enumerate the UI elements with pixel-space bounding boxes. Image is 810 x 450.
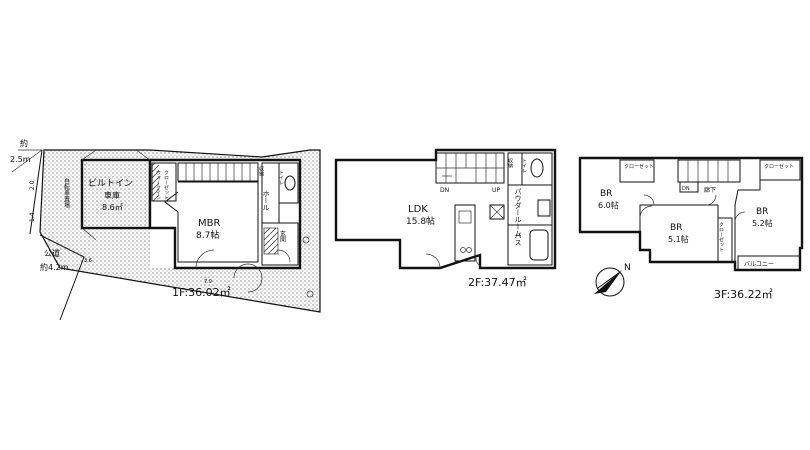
road-edge-line [29,149,43,235]
kitchen-counter [454,204,476,262]
up-label-2f: UP [492,187,500,194]
washbasin-icon [537,199,551,217]
stairs-1f [177,162,259,182]
floor-3-outline [578,156,804,272]
dim-1-4: 1.4 [29,212,36,222]
walkin-closet-label: クローゼット [163,170,169,200]
ldk-title: LDK [408,204,428,215]
mbr-title: MBR [198,218,220,229]
road-width-value: 2.5m [10,155,31,164]
entrance-area [261,222,299,266]
closet-mid-3f [717,217,733,263]
floor-1-plan: 約 2.5m 2.0 1.4 公道 約4.2m 3.6 7.9 自転車置場 ビル… [10,138,321,321]
stairs-2f [435,152,505,184]
floor-3-area: 3F:36.22㎡ [714,288,773,301]
garage-title: ビルトイン [88,178,133,189]
road-edge-line-2 [59,256,85,321]
public-road-label: 公道 [44,248,60,258]
balcony [737,255,801,271]
floor-3-plan: クローゼット クローゼット BR 6.0帖 BR 5.1帖 BR 5.2帖 DN… [578,156,804,301]
toilet-label-2f: トイレ [521,158,527,173]
fridge-icon [489,204,505,220]
br3-title: BR [756,207,768,217]
dn-label-2f: DN [440,187,449,194]
closet-left-label: クローゼット [624,163,654,170]
br2-area: 5.1帖 [668,234,689,244]
dim-7-9: 7.9 [204,279,212,285]
corridor-label: 廊下 [704,186,716,194]
storage-label-2f: 収納 [507,157,513,169]
floor-2-plan: LDK 15.8帖 DN UP 収納 トイレ パウダールーム バス 2F:37.… [334,148,557,289]
br3-area: 5.2帖 [752,218,773,228]
stove-icon [460,247,466,253]
br2-title: BR [670,223,682,233]
storage-label-1f: 収納 [258,165,264,177]
dim-2-0: 2.0 [29,180,36,190]
bathtub-icon [529,229,549,261]
closet-right-label: クローゼット [764,163,794,170]
floor-1-area: 1F:36.02㎡ [172,286,231,299]
entrance-label: 玄関 [279,229,286,243]
dim-3-6: 3.6 [84,258,92,264]
toilet-room-1f [278,162,299,204]
closet-left-3f [619,159,655,183]
powder-room-label: パウダールーム [514,188,522,237]
mbr-area: 8.7帖 [196,229,219,241]
road-width-top: 約 [20,138,28,148]
compass-icon: N [594,263,631,297]
stairs-3f [677,159,741,193]
toilet-icon-2f [530,158,544,178]
ldk-area: 15.8帖 [406,215,435,227]
floor-2-outline [334,148,557,270]
public-road-area: 約4.2m [40,262,69,272]
balcony-label: バルコニー [744,261,774,268]
north-label: N [624,263,631,273]
br1-area: 6.0帖 [598,200,619,210]
hall-label: ホール [262,190,270,211]
bath-label: バス [514,232,522,246]
toilet-label-1f: トイレ [278,170,284,185]
floor-2-area: 2F:37.47㎡ [468,276,527,289]
closet-mid-label: クローゼット [718,222,724,252]
dn-label-3f: DN [682,186,690,192]
garage-sub: 車庫 [104,190,120,200]
br1-title: BR [600,189,612,199]
bicycle-parking-label: 自転車置場 [63,177,70,209]
bath-room [507,224,553,266]
toilet-icon [284,175,296,191]
walkin-label: ウォークイン [155,169,161,200]
garage-area: 8.6㎡ [102,203,123,212]
closet-right-3f [759,159,801,181]
mbr-room [164,181,259,263]
